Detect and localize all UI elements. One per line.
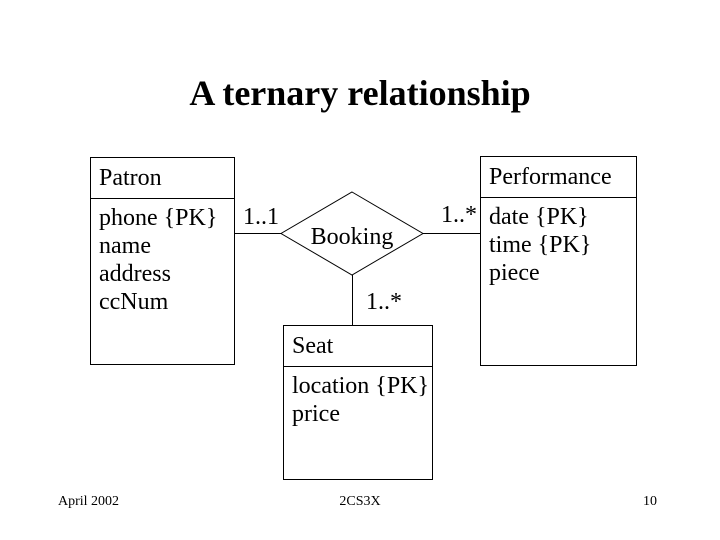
attribute-phone: phone {PK} <box>99 205 218 231</box>
footer-date: April 2002 <box>58 494 120 509</box>
entity-seat-attributes: location {PK} price <box>284 367 432 428</box>
entity-patron: Patron phone {PK} name address ccNum <box>90 157 235 365</box>
footer-page-number: 10 <box>643 494 657 509</box>
entity-seat-name: Seat <box>284 326 432 367</box>
cardinality-booking-seat: 1..* <box>366 289 402 315</box>
attribute-address: address <box>99 261 171 287</box>
booking-relationship-label: Booking <box>310 224 394 250</box>
attribute-price: price <box>292 401 340 427</box>
attribute-ccnum: ccNum <box>99 289 169 315</box>
attribute-time: time {PK} <box>489 232 592 258</box>
booking-diamond <box>280 191 424 276</box>
attribute-location: location {PK} <box>292 373 430 399</box>
entity-seat: Seat location {PK} price <box>283 325 433 480</box>
cardinality-booking-performance: 1..* <box>441 202 477 228</box>
attribute-piece: piece <box>489 260 540 286</box>
attribute-name: name <box>99 233 151 259</box>
entity-performance-attributes: date {PK} time {PK} piece <box>481 198 636 287</box>
entity-patron-name: Patron <box>91 158 234 199</box>
entity-performance: Performance date {PK} time {PK} piece <box>480 156 637 366</box>
entity-performance-name: Performance <box>481 157 636 198</box>
slide-title: A ternary relationship <box>189 73 531 113</box>
attribute-date: date {PK} <box>489 204 589 230</box>
footer-course-code: 2CS3X <box>339 494 381 509</box>
entity-patron-attributes: phone {PK} name address ccNum <box>91 199 234 316</box>
cardinality-patron-booking: 1..1 <box>243 204 279 230</box>
